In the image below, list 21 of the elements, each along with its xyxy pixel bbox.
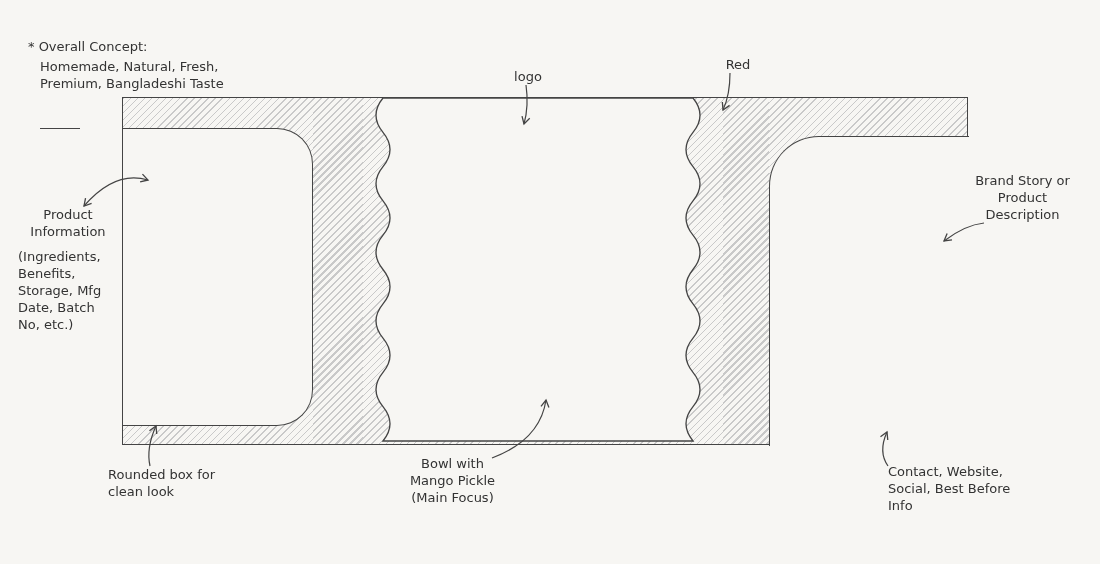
annotation-text: (Ingredients, Benefits, Storage, Mfg Date, Batch No, etc.) xyxy=(18,248,103,333)
arrow xyxy=(943,222,985,242)
arrow xyxy=(721,72,731,111)
arrow xyxy=(521,84,531,125)
annotation-text: Product Information xyxy=(29,206,107,240)
annotation-text: Brand Story or Product Description xyxy=(975,172,1070,223)
arrow xyxy=(83,173,149,207)
hatched-band xyxy=(313,98,363,444)
concept-text: Homemade, Natural, Fresh, Premium, Bangladeshi Taste xyxy=(40,58,225,92)
concept-heading: * Overall Concept: xyxy=(28,38,149,55)
annotation-text: Bowl with Mango Pickle (Main Focus) xyxy=(408,455,497,506)
label-outline xyxy=(122,97,968,445)
annotation-text: Contact, Website, Social, Best Before Info xyxy=(888,463,1012,514)
arrow xyxy=(879,431,889,467)
rounded-panel xyxy=(123,128,313,426)
annotation-text: Rounded box for clean look xyxy=(108,466,217,500)
annotation-text: logo xyxy=(513,68,543,85)
arrow xyxy=(148,425,158,467)
arrow xyxy=(491,399,550,459)
hatched-band xyxy=(723,98,769,444)
annotation-text: Red xyxy=(724,56,752,73)
